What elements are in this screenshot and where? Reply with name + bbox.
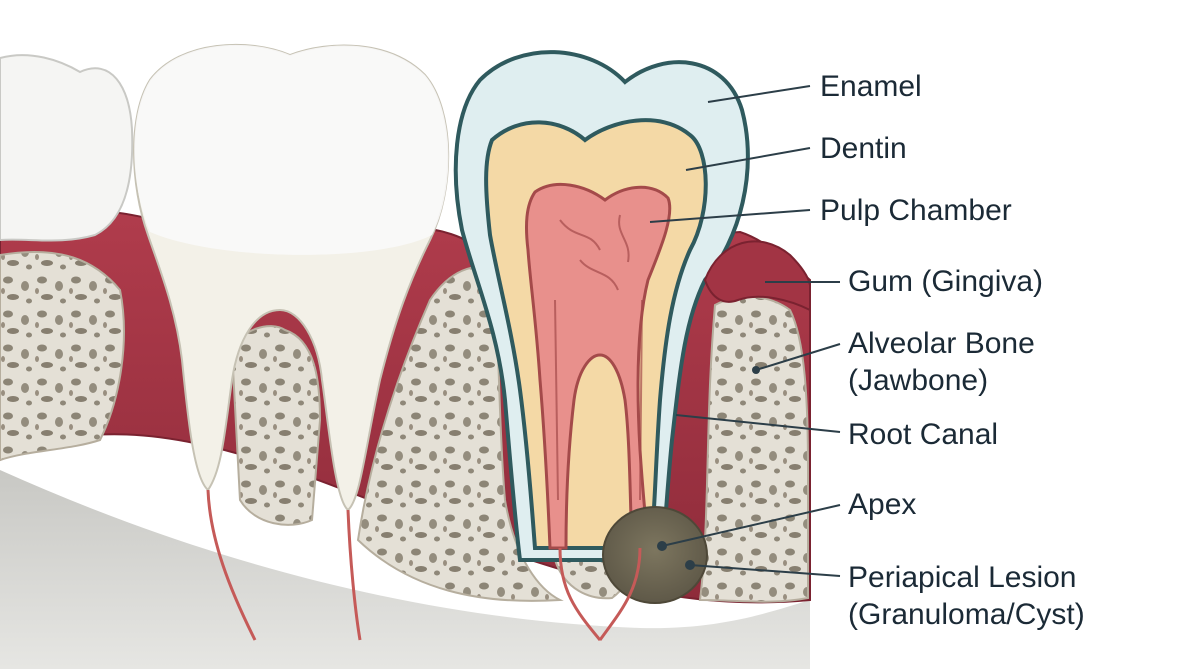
leader-lines [649, 85, 841, 577]
label-root-canal: Root Canal [848, 418, 998, 451]
leader-pulp-chamber [649, 209, 811, 223]
leader-dots [657, 366, 760, 570]
pulp-nerves [554, 214, 643, 501]
leader-apex [661, 504, 841, 547]
alveolar-bone-right [698, 295, 809, 603]
label-apex: Apex [848, 488, 916, 521]
gum-overlay-right [703, 240, 811, 312]
label-alveolar-bone-line1: Alveolar Bone [848, 327, 1035, 360]
label-lesion-line1: Periapical Lesion [848, 561, 1076, 594]
label-enamel: Enamel [820, 70, 922, 103]
label-gum: Gum (Gingiva) [848, 265, 1043, 298]
leader-lesion [689, 564, 841, 577]
label-dentin: Dentin [820, 132, 907, 165]
periapical-lesion [602, 506, 708, 604]
alveolar-bone-interradicular [230, 325, 322, 526]
left-molar-crown [0, 54, 134, 242]
leader-root-canal [675, 414, 841, 433]
label-lesion-line2: (Granuloma/Cyst) [848, 598, 1085, 631]
leader-alveolar-bone [755, 343, 841, 371]
alveolar-bone-left [0, 251, 125, 462]
leader-dentin [685, 147, 811, 171]
nerve-vessels [206, 489, 642, 641]
middle-molar-crown-shade [134, 44, 449, 255]
jaw-base [0, 470, 810, 669]
leader-enamel [707, 85, 811, 103]
label-alveolar-bone-line2: (Jawbone) [848, 364, 988, 397]
alveolar-bone-center [356, 266, 564, 602]
label-pulp-chamber: Pulp Chamber [820, 194, 1012, 227]
pulp-chamber [525, 183, 672, 550]
